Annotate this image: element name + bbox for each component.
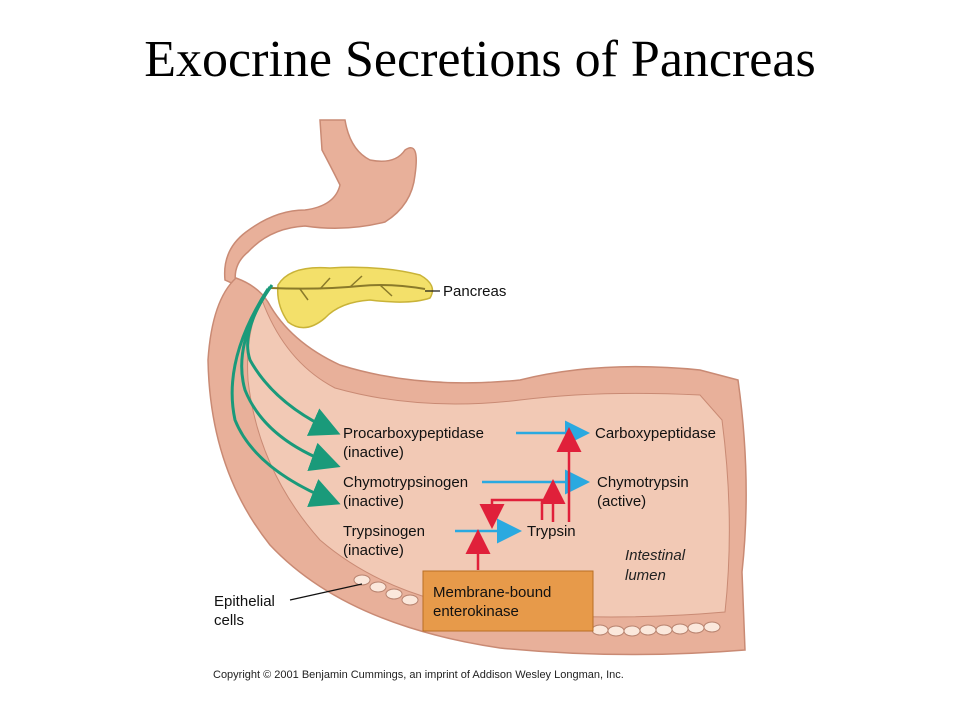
epithelial-label-line1: Epithelial: [214, 593, 275, 610]
stomach-shape: [223, 119, 417, 287]
enterokinase-label-line2: enterokinase: [433, 603, 519, 620]
enterokinase-box: [422, 570, 594, 632]
pancreas-organ: [276, 266, 434, 329]
procarboxypeptidase-label: Procarboxypeptidase: [343, 425, 484, 442]
lumen-label-line1: Intestinal: [625, 547, 686, 564]
pancreas-label: Pancreas: [443, 283, 506, 300]
epithelial-pointer: [289, 583, 363, 601]
trypsin-label: Trypsin: [527, 523, 576, 540]
intestinal-lumen-area: [247, 298, 730, 618]
copyright-text: Copyright © 2001 Benjamin Cummings, an i…: [213, 669, 624, 681]
chymotrypsinogen-label: Chymotrypsinogen: [343, 474, 468, 491]
carboxypeptidase-label: Carboxypeptidase: [595, 425, 716, 442]
chymotrypsinogen-state: (inactive): [343, 493, 404, 510]
pancreatic-duct: [269, 284, 426, 290]
epithelial-cells-row: [353, 574, 721, 637]
epithelial-label-line2: cells: [214, 612, 244, 629]
activation-arrows: [465, 427, 582, 570]
procarboxypeptidase-state: (inactive): [343, 444, 404, 461]
duct-secretion-arrows: [230, 284, 341, 508]
trypsinogen-label: Trypsinogen: [343, 523, 425, 540]
trypsinogen-state: (inactive): [343, 542, 404, 559]
chymotrypsin-label: Chymotrypsin: [597, 474, 689, 491]
lumen-label-line2: lumen: [625, 567, 666, 584]
enterokinase-label-line1: Membrane-bound: [433, 584, 551, 601]
slide-title: Exocrine Secretions of Pancreas: [144, 31, 816, 88]
chymotrypsin-state: (active): [597, 493, 646, 510]
